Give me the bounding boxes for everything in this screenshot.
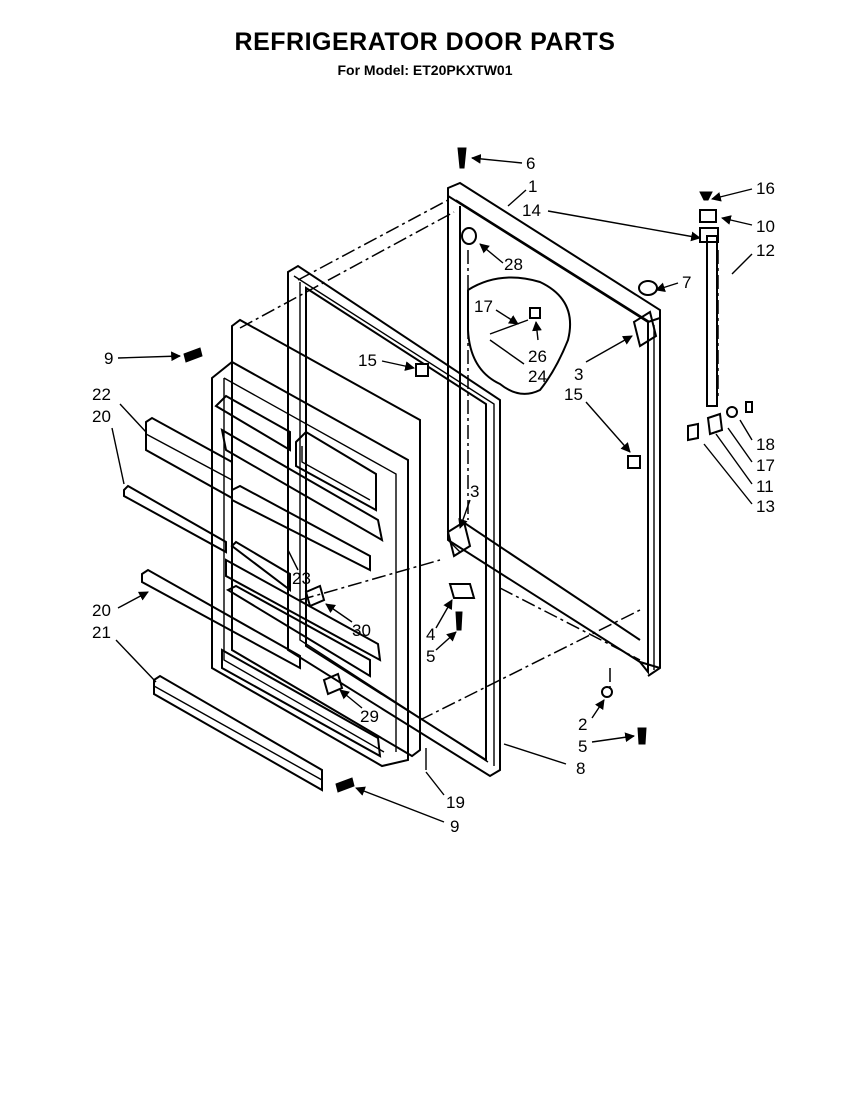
callout-30: 30 (352, 621, 371, 640)
diagram-title: REFRIGERATOR DOOR PARTS (234, 28, 616, 56)
callout-labels: 6 1 14 16 10 12 7 28 17 26 24 15 3 15 9 … (92, 154, 775, 836)
callout-26: 26 (528, 347, 547, 366)
callout-28: 28 (504, 255, 523, 274)
hinge-and-fasteners (183, 147, 753, 793)
callout-2: 2 (578, 715, 587, 734)
callout-20b: 20 (92, 601, 111, 620)
callout-6: 6 (526, 154, 535, 173)
callout-17b: 17 (756, 456, 775, 475)
callout-leaders (111, 154, 753, 823)
callout-8: 8 (576, 759, 585, 778)
callout-16: 16 (756, 179, 775, 198)
callout-21: 21 (92, 623, 111, 642)
callout-7: 7 (682, 273, 691, 292)
callout-13: 13 (756, 497, 775, 516)
alignment-lines (239, 199, 719, 721)
callout-5b: 5 (578, 737, 587, 756)
door-gasket (287, 264, 501, 778)
callout-23: 23 (292, 569, 311, 588)
callout-3a: 3 (574, 365, 583, 384)
model-subtitle: For Model: ET20PKXTW01 (337, 62, 513, 78)
outer-door-panel (447, 181, 661, 677)
callout-1: 1 (528, 177, 537, 196)
callout-14: 14 (522, 201, 541, 220)
callout-15a: 15 (358, 351, 377, 370)
callout-9b: 9 (450, 817, 459, 836)
callout-3b: 3 (470, 482, 479, 501)
callout-19: 19 (446, 793, 465, 812)
callout-29: 29 (360, 707, 379, 726)
inner-door-liner (211, 318, 421, 768)
callout-11: 11 (756, 477, 774, 496)
callout-24: 24 (528, 367, 547, 386)
callout-9a: 9 (104, 349, 113, 368)
callout-5a: 5 (426, 647, 435, 666)
shelf-bars (123, 416, 323, 792)
callout-20a: 20 (92, 407, 111, 426)
callout-12: 12 (756, 241, 775, 260)
callout-15b: 15 (564, 385, 583, 404)
callout-22: 22 (92, 385, 111, 404)
callout-4: 4 (426, 625, 435, 644)
callout-17a: 17 (474, 297, 493, 316)
callout-10: 10 (756, 217, 775, 236)
callout-18: 18 (756, 435, 775, 454)
